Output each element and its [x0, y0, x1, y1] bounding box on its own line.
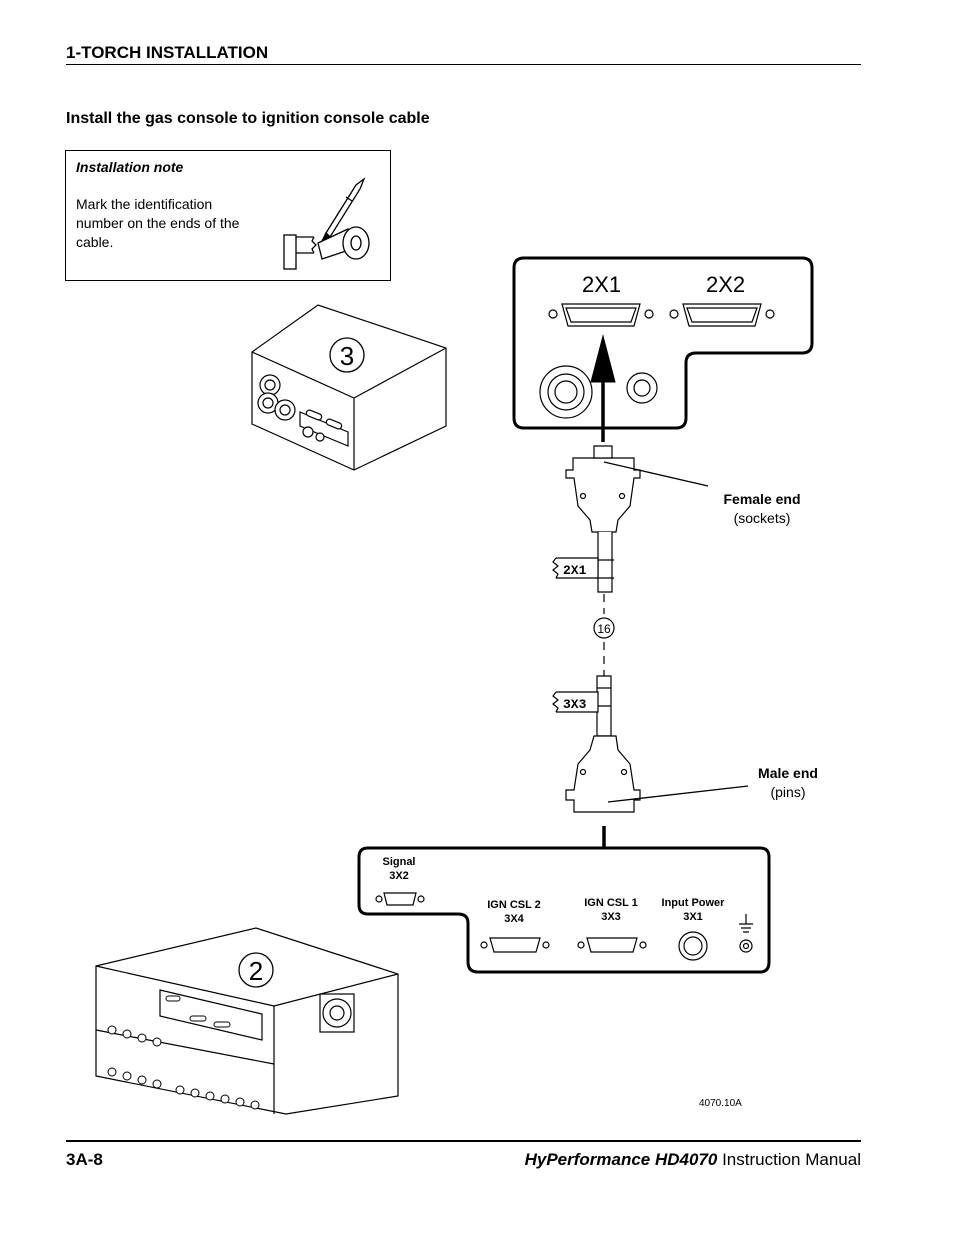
female-end-leader	[603, 461, 709, 487]
gas-console	[251, 304, 447, 471]
female-end-title: Female end	[723, 491, 801, 507]
cable-tag-top: 2X1	[563, 563, 587, 578]
pen-and-tape-icon	[283, 177, 370, 270]
footer-rule	[66, 1140, 861, 1142]
input-power-label: Input Power 3X1	[648, 896, 738, 924]
input-power-id: 3X1	[683, 911, 703, 923]
female-connector	[565, 445, 641, 593]
signal-name: Signal	[382, 856, 416, 868]
page-heading: Install the gas console to ignition cons…	[66, 110, 430, 127]
connector-2x1-label: 2X1	[582, 272, 621, 297]
signal-id: 3X2	[389, 870, 409, 882]
top-connector-panel	[512, 256, 814, 430]
section-header: 1-TORCH INSTALLATION	[66, 43, 269, 62]
header-rule	[66, 64, 861, 65]
ignition-console-callout	[238, 952, 274, 988]
signal-label: Signal 3X2	[369, 855, 429, 883]
ign-csl-2-label: IGN CSL 2 3X4	[474, 898, 554, 926]
ignition-console	[95, 927, 399, 1115]
footer-brand: HyPerformance HD4070	[524, 1150, 718, 1169]
male-end-leader	[607, 785, 749, 803]
cable-tag-bottom: 3X3	[563, 697, 587, 712]
male-end-sub: (pins)	[770, 784, 806, 800]
female-end-sub: (sockets)	[733, 510, 791, 526]
tag-2x1	[552, 557, 599, 579]
note-title: Installation note	[76, 159, 184, 175]
gas-console-number: 3	[340, 341, 354, 371]
note-text: Mark the identification number on the en…	[76, 196, 240, 250]
connector-2x2-label: 2X2	[706, 272, 745, 297]
ign-csl-1-id: 3X3	[601, 911, 621, 923]
ign-csl-2-id: 3X4	[504, 913, 524, 925]
ign-csl-2-name: IGN CSL 2	[487, 899, 541, 911]
footer-manual: Instruction Manual	[717, 1150, 861, 1169]
gas-console-callout	[329, 337, 365, 373]
installation-note-box: Installation note Mark the identificatio…	[65, 150, 391, 281]
female-end-label: Female end (sockets)	[704, 490, 820, 528]
male-connector	[565, 675, 641, 813]
ignition-console-number: 2	[249, 956, 263, 986]
male-end-title: Male end	[758, 765, 818, 781]
footer-title: HyPerformance HD4070 Instruction Manual	[525, 1150, 861, 1170]
ign-csl-1-label: IGN CSL 1 3X3	[571, 896, 651, 924]
cable-number-callout	[593, 617, 615, 639]
bottom-connector-panel	[357, 846, 771, 974]
figure-id: 4070.10A	[699, 1098, 742, 1109]
page-number: 3A-8	[66, 1150, 103, 1169]
tag-3x3	[552, 691, 599, 713]
cable-number: 16	[597, 622, 611, 636]
ign-csl-1-name: IGN CSL 1	[584, 897, 638, 909]
input-power-name: Input Power	[661, 897, 725, 909]
arrow-up-to-2x1	[590, 334, 616, 442]
male-end-label: Male end (pins)	[734, 764, 842, 802]
